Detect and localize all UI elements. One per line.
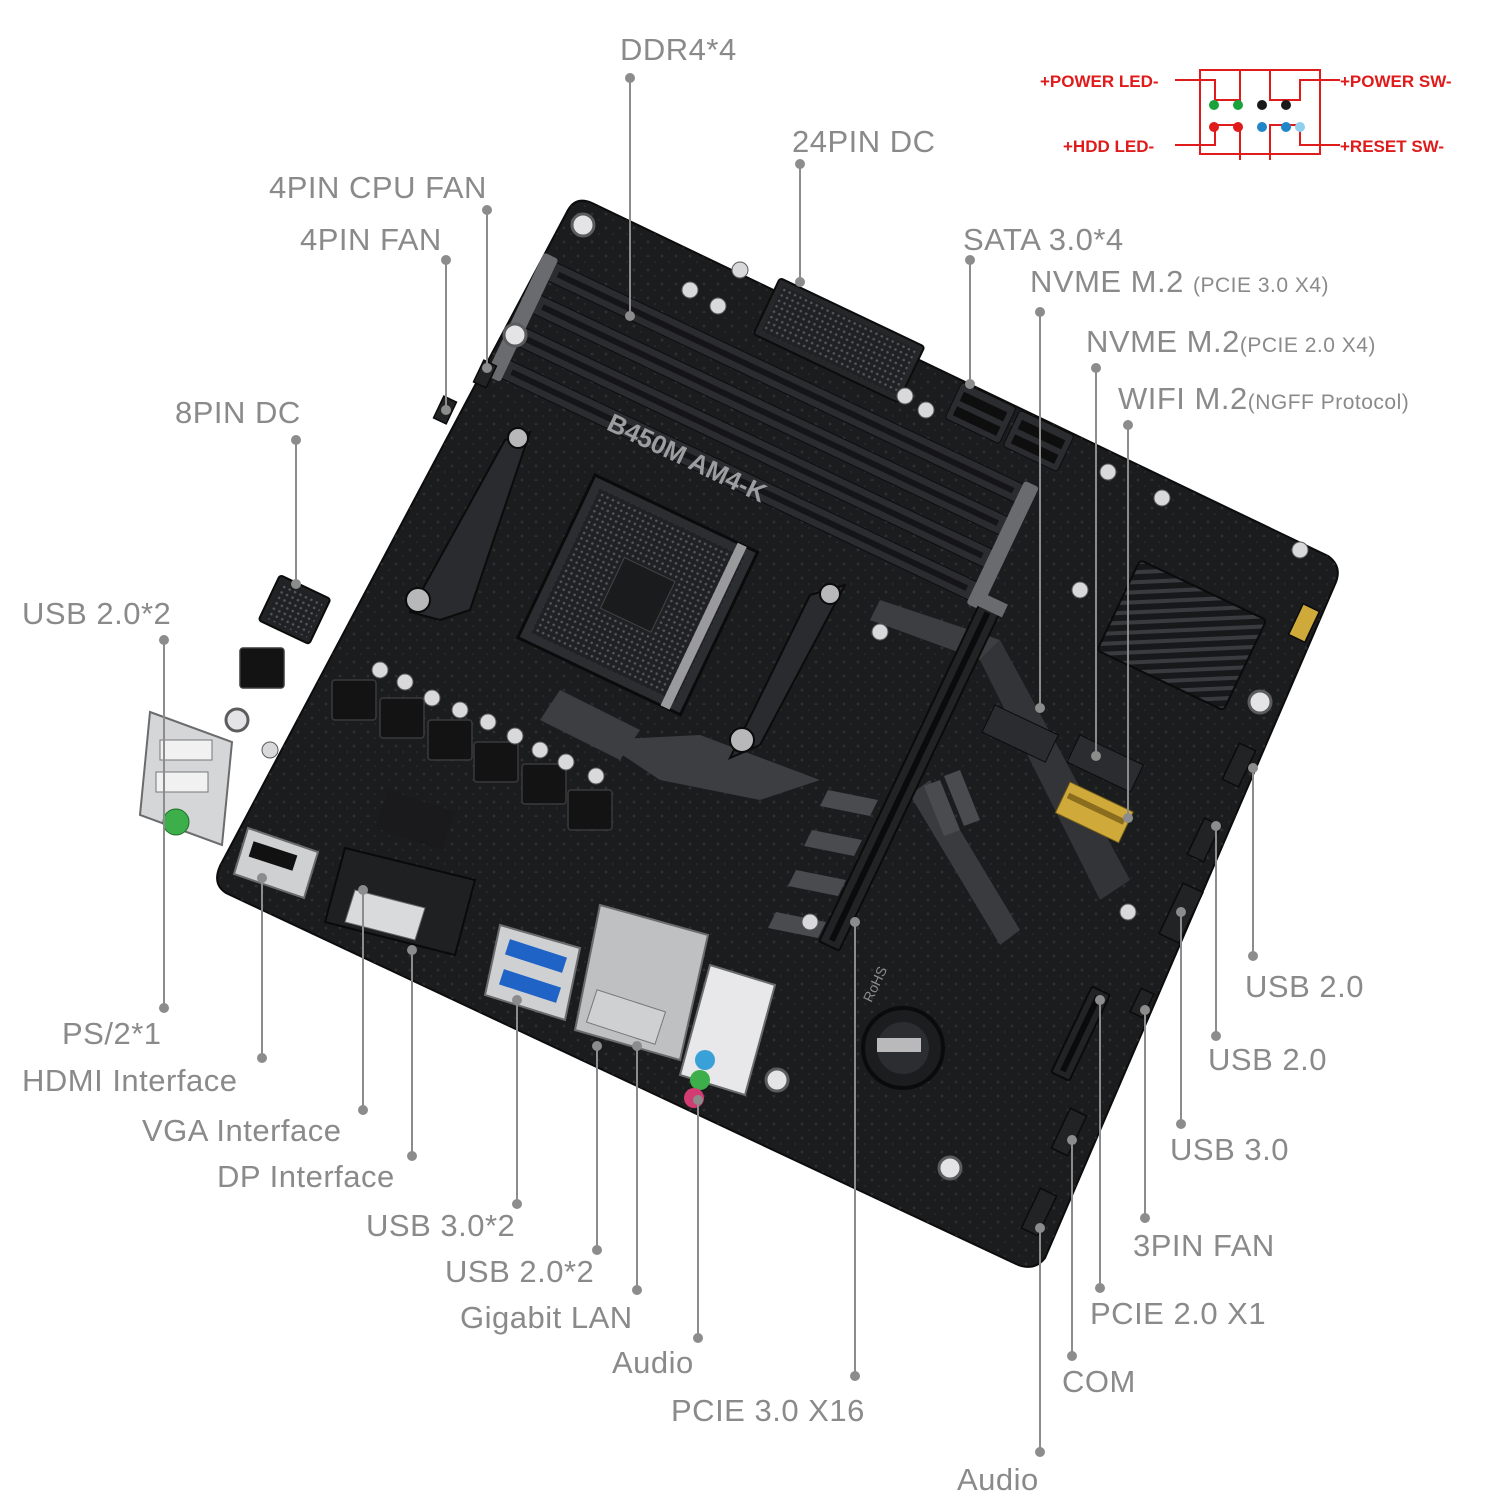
nvme-2-main: NVME M.2 bbox=[1086, 324, 1240, 359]
lan-usb2-stack bbox=[573, 903, 710, 1062]
label-pcie-x1: PCIE 2.0 X1 bbox=[1090, 1296, 1267, 1331]
leader-lines bbox=[159, 73, 1258, 1457]
cmos-battery bbox=[861, 1006, 945, 1090]
hdmi-port bbox=[232, 826, 320, 900]
label-hdmi: HDMI Interface bbox=[22, 1063, 238, 1098]
label-usb3: USB 3.0 bbox=[1170, 1132, 1289, 1167]
label-gigabit-lan: Gigabit LAN bbox=[460, 1300, 633, 1335]
label-vga: VGA Interface bbox=[142, 1113, 342, 1148]
label-usb3x2: USB 3.0*2 bbox=[366, 1208, 516, 1243]
cooler-brackets bbox=[405, 427, 847, 760]
label-com: COM bbox=[1062, 1364, 1136, 1399]
am4-cpu-socket bbox=[515, 473, 760, 717]
ddr4-slots bbox=[486, 253, 1039, 610]
power-led-label: +POWER LED- bbox=[1040, 72, 1159, 91]
wifi-sub: (NGFF Protocol) bbox=[1247, 391, 1410, 414]
mounting-holes bbox=[224, 212, 1273, 1181]
label-nvme-1: NVME M.2 (PCIE 3.0 X4) bbox=[1030, 266, 1329, 297]
label-wifi: WIFI M.2(NGFF Protocol) bbox=[1118, 383, 1409, 414]
label-usb2-a: USB 2.0 bbox=[1245, 969, 1364, 1004]
power-sw-label: +POWER SW- bbox=[1340, 72, 1452, 91]
nvme-1-sub: (PCIE 3.0 X4) bbox=[1192, 274, 1330, 297]
label-ddr4: DDR4*4 bbox=[620, 32, 737, 67]
usb3-stack bbox=[483, 923, 582, 1022]
chipset-heatsink bbox=[1097, 560, 1267, 711]
pcie-x16-slot bbox=[818, 591, 1008, 952]
hdd-led-label: +HDD LED- bbox=[1063, 137, 1154, 156]
label-usb2-b: USB 2.0 bbox=[1208, 1042, 1327, 1077]
label-ps2: PS/2*1 bbox=[62, 1016, 162, 1051]
atx-24pin-connector bbox=[753, 277, 925, 403]
usb2-ps2-stack bbox=[138, 710, 234, 847]
capacitors bbox=[261, 261, 1309, 931]
label-cpu-fan: 4PIN CPU FAN bbox=[269, 170, 487, 205]
nvme-1-main: NVME M.2 bbox=[1030, 264, 1184, 299]
reset-sw-label: +RESET SW- bbox=[1340, 137, 1444, 156]
label-nvme-2: NVME M.2(PCIE 2.0 X4) bbox=[1086, 326, 1376, 357]
label-audio-front: Audio bbox=[957, 1462, 1039, 1497]
pcie-x1-slot bbox=[1050, 986, 1111, 1082]
sata-ports bbox=[945, 382, 1074, 472]
label-3pin-fan: 3PIN FAN bbox=[1133, 1228, 1275, 1263]
vrm-chokes bbox=[239, 647, 613, 831]
label-4pin-fan: 4PIN FAN bbox=[300, 222, 442, 257]
label-8pin: 8PIN DC bbox=[175, 395, 301, 430]
label-24pin: 24PIN DC bbox=[792, 124, 936, 159]
label-sata: SATA 3.0*4 bbox=[963, 222, 1124, 257]
label-pcie-x16: PCIE 3.0 X16 bbox=[671, 1393, 865, 1428]
label-dp: DP Interface bbox=[217, 1159, 395, 1194]
nvme-2-sub: (PCIE 2.0 X4) bbox=[1239, 334, 1376, 357]
label-usb2x2-bottom: USB 2.0*2 bbox=[445, 1254, 595, 1289]
m2-slots bbox=[981, 704, 1144, 844]
rear-io-panel bbox=[138, 710, 777, 1108]
label-usb2x2-top: USB 2.0*2 bbox=[22, 596, 172, 631]
eps-8pin-connector bbox=[258, 574, 331, 645]
label-audio-rear: Audio bbox=[612, 1345, 694, 1380]
wifi-main: WIFI M.2 bbox=[1118, 381, 1248, 416]
front-panel-pinout: +POWER LED- +POWER SW- +HDD LED- +RESET … bbox=[1040, 69, 1452, 160]
chevron-graphics bbox=[768, 770, 980, 938]
